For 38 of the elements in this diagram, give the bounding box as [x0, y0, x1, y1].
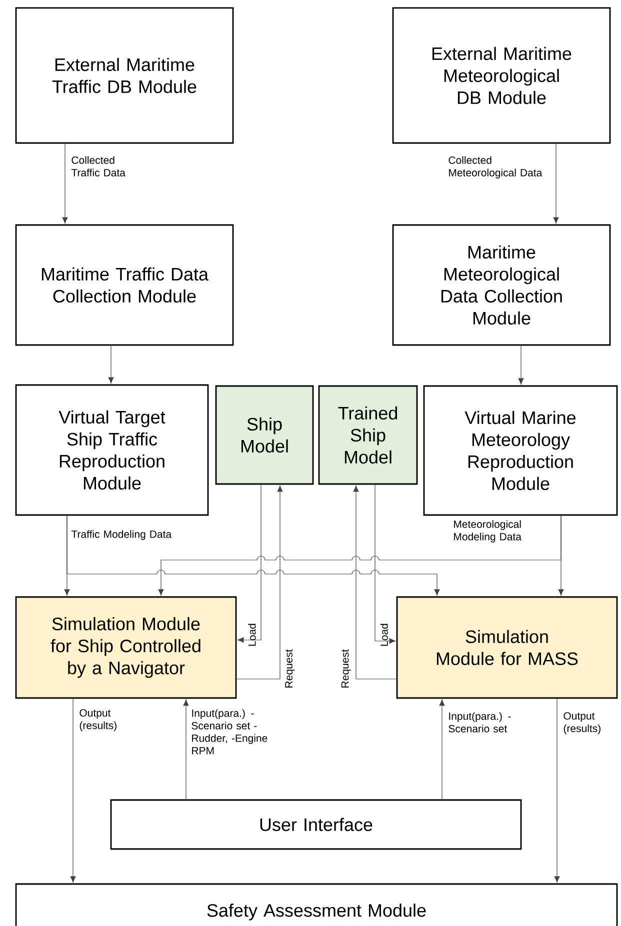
arrow: [238, 484, 262, 643]
module-box: Safety Assessment Module: [15, 883, 618, 926]
module-box: External Maritime Meteorological DB Module: [392, 7, 611, 144]
module-box: Virtual Target Ship Traffic Reproduction Module: [15, 384, 209, 516]
module-box: Simulation Module for MASS: [396, 596, 618, 699]
arrow: [439, 700, 445, 800]
module-box: Simulation Module for Ship Controlled by a Navigator: [15, 596, 237, 699]
arrow: [553, 143, 559, 224]
edge-label: Traffic Modeling Data: [71, 530, 172, 540]
arrow: [353, 486, 397, 680]
edge-label: Load: [380, 624, 388, 646]
arrow: [374, 484, 396, 644]
edge-label: Load: [248, 624, 256, 646]
edge-label: Request: [285, 649, 295, 688]
module-box: Trained Ship Model: [318, 385, 418, 485]
module-box: Maritime Traffic Data Collection Module: [15, 224, 234, 346]
edge-label: Output (results): [564, 712, 600, 734]
module-box: User Interface: [110, 799, 522, 850]
arrow: [70, 698, 76, 882]
module-box: Maritime Meteorological Data Collection Module: [392, 224, 611, 346]
arrow: [66, 515, 440, 596]
arrow: [236, 486, 283, 680]
module-box: Virtual Marine Meteorology Reproduction Module: [423, 385, 618, 516]
arrow: [183, 700, 189, 800]
edge-label: Collected Traffic Data: [71, 156, 126, 176]
arrow: [518, 345, 524, 384]
edge-label: Input(para.) -Scenario set: [448, 712, 511, 732]
edge-label: Collected Meteorological Data: [448, 156, 542, 178]
module-box: Ship Model: [215, 385, 314, 485]
arrow: [158, 515, 562, 596]
arrow: [108, 345, 114, 384]
edge-label: Request: [341, 649, 351, 688]
arrow: [62, 143, 68, 224]
edge-label: Output (results): [80, 709, 116, 732]
module-box: External Maritime Traffic DB Module: [15, 7, 234, 144]
arrow: [554, 698, 560, 882]
edge-label: Input(para.) -Scenario set -Rudder, -Engine RPM: [192, 709, 268, 754]
edge-label: Meteorological Modeling Data: [454, 520, 522, 542]
